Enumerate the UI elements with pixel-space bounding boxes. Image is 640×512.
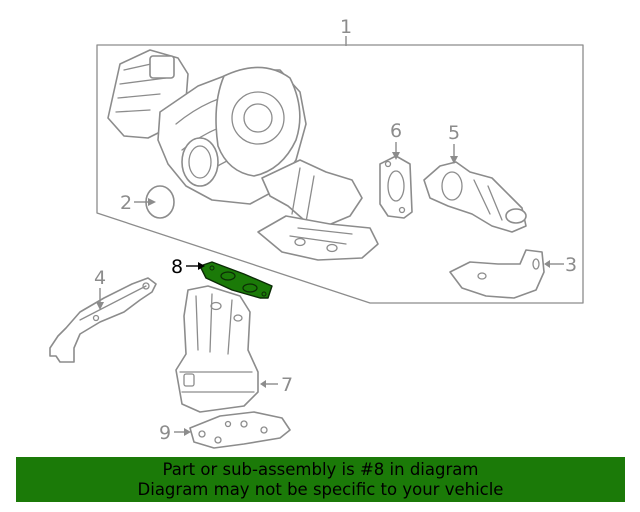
callout-4-number: 4 bbox=[94, 267, 106, 289]
callout-8-number: 8 bbox=[171, 256, 183, 278]
callout-9: 9 bbox=[159, 422, 191, 444]
callout-2-number: 2 bbox=[120, 192, 132, 214]
parts-diagram: 1 2 3 4 5 6 7 8 bbox=[49, 16, 584, 449]
part-8-gasket-highlighted bbox=[199, 261, 273, 299]
callout-9-number: 9 bbox=[159, 422, 171, 444]
banner-line-disclaimer: Diagram may not be specific to your vehi… bbox=[137, 480, 504, 499]
callout-3: 3 bbox=[544, 254, 577, 276]
callout-3-number: 3 bbox=[565, 254, 577, 276]
callout-6-number: 6 bbox=[390, 120, 402, 142]
part-3-bracket bbox=[449, 249, 545, 299]
callout-1: 1 bbox=[340, 16, 352, 46]
part-7-housing bbox=[175, 285, 259, 413]
callout-1-number: 1 bbox=[340, 16, 352, 38]
assembly-panel bbox=[96, 44, 584, 304]
callout-5: 5 bbox=[448, 122, 460, 164]
callout-5-number: 5 bbox=[448, 122, 460, 144]
callout-6: 6 bbox=[390, 120, 402, 160]
callout-8: 8 bbox=[171, 256, 205, 278]
part-5-elbow bbox=[423, 161, 527, 233]
turbocharger bbox=[107, 49, 379, 261]
callout-7-number: 7 bbox=[281, 374, 293, 396]
callout-7: 7 bbox=[260, 374, 293, 396]
part-6-gasket bbox=[379, 155, 413, 219]
banner-line-part: Part or sub-assembly is #8 in diagram bbox=[162, 460, 479, 479]
callout-4: 4 bbox=[94, 267, 106, 310]
part-info-banner: Part or sub-assembly is #8 in diagram Di… bbox=[16, 457, 625, 502]
callout-2: 2 bbox=[120, 192, 156, 214]
part-9-gasket bbox=[189, 411, 291, 449]
part-4-bracket bbox=[49, 277, 157, 363]
